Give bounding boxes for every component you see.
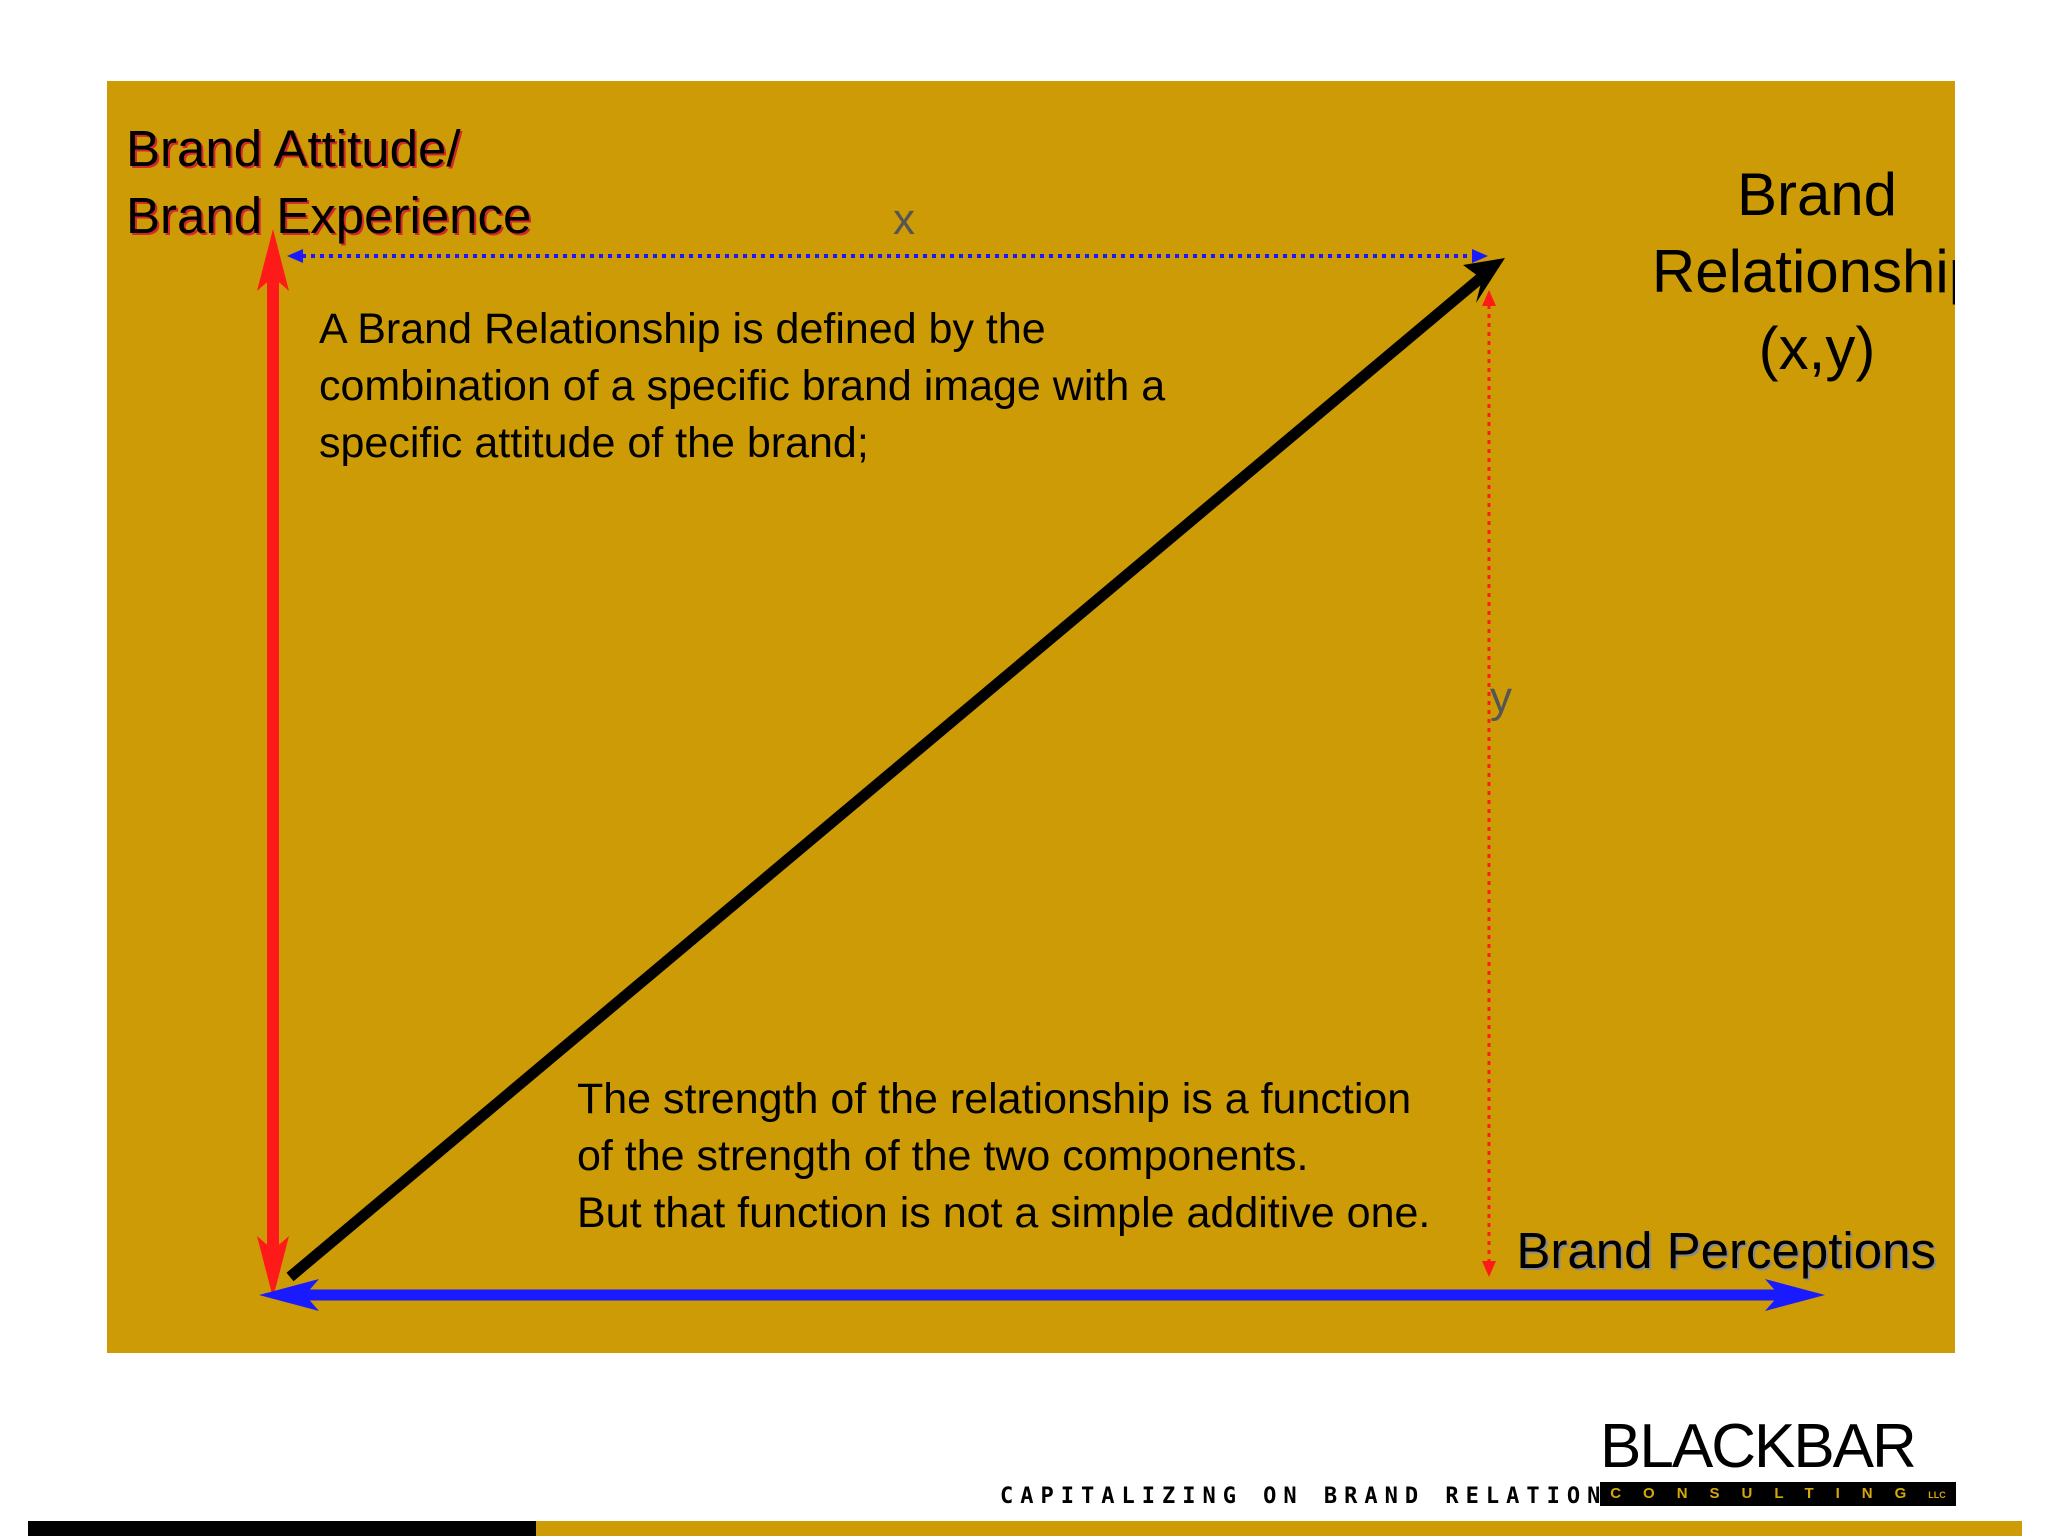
brand-relationship-label: Brand Relationship (x,y) [1651, 161, 1955, 382]
logo-wordmark: BLACKBAR [1600, 1412, 1917, 1481]
diagram-panel: Brand Attitude/ Brand Experience x Brand… [107, 81, 1955, 1353]
definition-text: A Brand Relationship is defined by the c… [319, 305, 1166, 467]
x-component-label: x [893, 195, 915, 244]
x-projection-line [287, 249, 1488, 263]
logo-subtitle: CONSULTING [1610, 1485, 1929, 1502]
diagram-graphic [257, 229, 1825, 1311]
y-axis-title: Brand Attitude/ Brand Experience [126, 120, 532, 244]
logo-suffix: LLC [1928, 1490, 1946, 1500]
relationship-vector [286, 258, 1505, 1282]
footer-bar-black [28, 1521, 536, 1536]
y-component-label: y [1490, 673, 1512, 722]
blackbar-logo: BLACKBAR CONSULTINGLLC [1600, 1416, 1956, 1506]
logo-subtitle-strip: CONSULTINGLLC [1600, 1482, 1956, 1506]
footer-bar-gold [536, 1521, 2022, 1536]
y-axis-arrow [257, 229, 289, 1298]
x-axis-arrow [259, 1279, 1825, 1311]
x-axis-title: Brand Perceptions [1516, 1222, 1936, 1279]
strength-text: The strength of the relationship is a fu… [577, 1075, 1431, 1237]
y-projection-line [1482, 290, 1496, 1277]
